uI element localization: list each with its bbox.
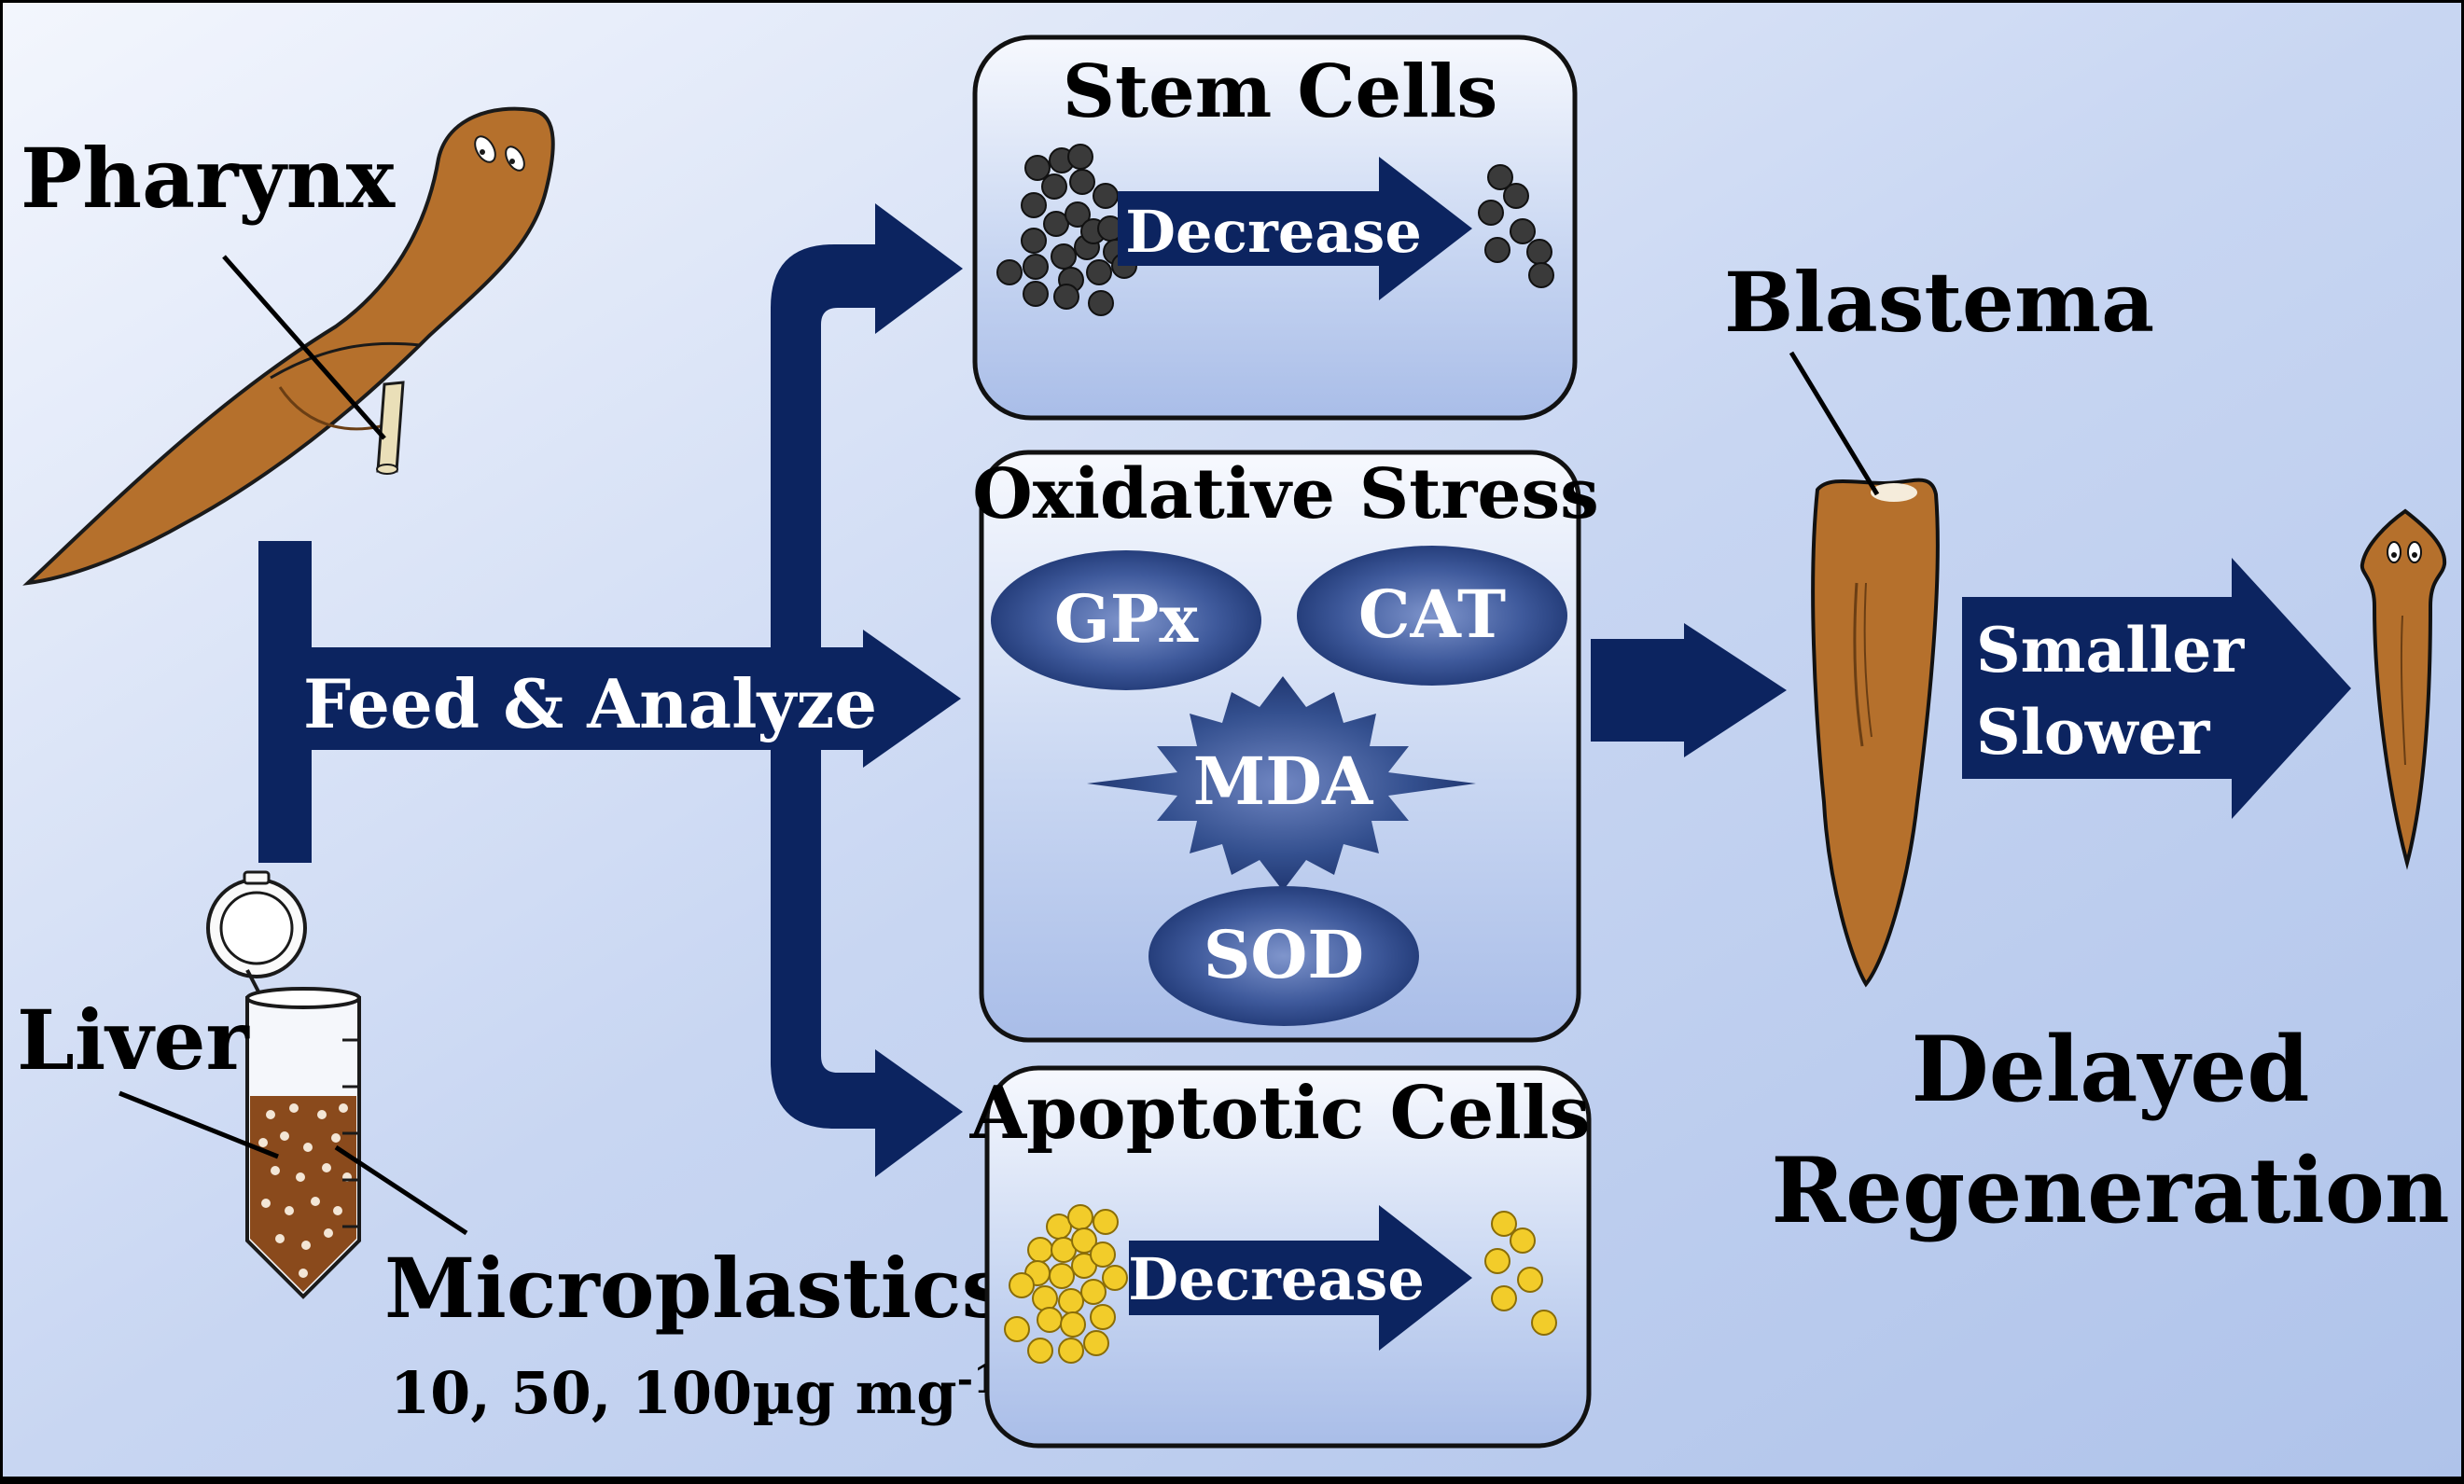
liver-pointer xyxy=(118,1090,279,1159)
sample-tube-icon xyxy=(206,870,361,1299)
slower-label: Slower xyxy=(1976,696,2211,769)
microplastics-label: Microplastics xyxy=(384,1240,1008,1337)
apoptotic-cell-cluster-icon xyxy=(1004,1204,1128,1364)
cat-marker xyxy=(1297,546,1567,686)
smaller-slower-arrow xyxy=(1962,558,2351,819)
stem-cells-decrease-arrow xyxy=(1118,157,1472,300)
apoptotic-cells-panel: Apoptotic Cells Decrease xyxy=(969,1065,1592,1449)
blastema-pointer xyxy=(1789,351,1880,496)
stem-cell-reduced-icon xyxy=(1478,164,1554,288)
stem-cells-title: Stem Cells xyxy=(1063,49,1498,134)
gpx-marker xyxy=(991,550,1261,690)
apoptotic-decrease-label: Decrease xyxy=(1128,1245,1425,1313)
mda-label: MDA xyxy=(1193,742,1374,820)
regenerating-worm-icon xyxy=(1811,478,1940,988)
pharynx-label: Pharynx xyxy=(21,130,397,227)
stem-cells-decrease-label: Decrease xyxy=(1125,198,1422,266)
concentration-label: 10, 50, 100µg mg-1 xyxy=(390,1356,1000,1427)
microplastics-pointer xyxy=(334,1144,468,1236)
small-worm-icon xyxy=(2360,508,2447,870)
pharynx-pointer xyxy=(222,255,386,440)
liver-label: Liver xyxy=(17,992,250,1089)
gpx-label: GPx xyxy=(1054,580,1199,658)
stem-cell-cluster-icon xyxy=(996,144,1144,316)
feed-analyze-label: Feed & Analyze xyxy=(303,664,877,743)
apoptotic-cells-title: Apoptotic Cells xyxy=(969,1071,1591,1156)
pharynx-icon xyxy=(376,381,405,475)
sod-marker xyxy=(1148,886,1419,1026)
feed-analyze-arrow xyxy=(258,203,963,1177)
apoptotic-cell-reduced-icon xyxy=(1484,1211,1557,1336)
cat-label: CAT xyxy=(1358,576,1506,653)
mda-marker xyxy=(1087,676,1476,891)
stem-cells-panel: Stem Cells Decrease xyxy=(972,35,1578,421)
outcome-line1: Delayed xyxy=(1912,1017,2310,1122)
outcome-line2: Regeneration xyxy=(1771,1138,2449,1243)
oxidative-stress-panel: Oxidative Stress GPx CAT MDA SOD xyxy=(972,450,1599,1043)
sod-label: SOD xyxy=(1204,916,1364,993)
blastema-label: Blastema xyxy=(1724,254,2154,351)
oxidative-stress-title: Oxidative Stress xyxy=(972,454,1599,534)
apoptotic-decrease-arrow xyxy=(1129,1205,1472,1351)
to-blastema-arrow xyxy=(1591,623,1787,757)
smaller-label: Smaller xyxy=(1976,614,2245,687)
